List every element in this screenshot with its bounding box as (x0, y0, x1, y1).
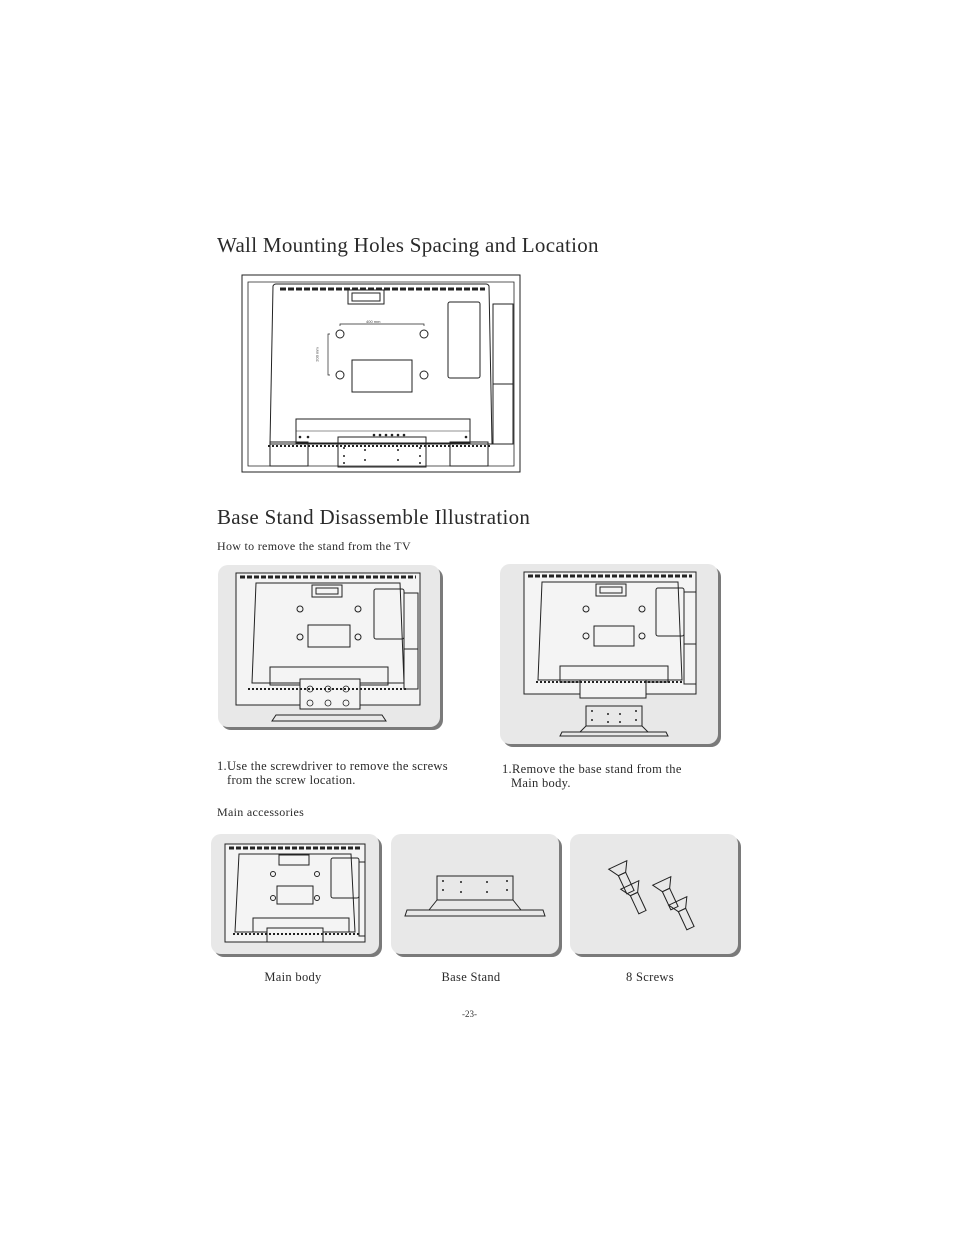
page-number: -23- (462, 1009, 477, 1019)
step-left-line2: from the screw location. (227, 773, 356, 787)
step-right-caption: 1.Remove the base stand from the Main bo… (502, 762, 682, 790)
step-left-line1: 1.Use the screwdriver to remove the scre… (217, 759, 448, 773)
section-subtitle: How to remove the stand from the TV (217, 539, 411, 553)
accessory-screws-label: 8 Screws (626, 970, 674, 984)
section-title-base-stand: Base Stand Disassemble Illustration (217, 505, 531, 529)
vertical-spacing-label: 200 mm (314, 347, 320, 362)
step-right-line1: 1.Remove the base stand from the (502, 762, 682, 776)
accessory-main-body-panel (211, 834, 379, 954)
accessory-screws-panel (570, 834, 738, 954)
accessory-base-stand-panel (391, 834, 559, 954)
step-remove-base-panel (500, 564, 718, 744)
step-left-caption: 1.Use the screwdriver to remove the scre… (217, 759, 448, 787)
accessory-main-body-label: Main body (264, 970, 322, 984)
tv-rear-wall-mount-diagram: 400 mm 200 mm (240, 274, 522, 474)
accessory-base-stand-label: Base Stand (441, 970, 501, 984)
step-right-line2: Main body. (511, 776, 571, 790)
horizontal-spacing-label: 400 mm (366, 319, 381, 324)
step-remove-screws-panel (218, 565, 440, 727)
accessories-heading: Main accessories (217, 805, 305, 819)
section-title-wall-mounting: Wall Mounting Holes Spacing and Location (217, 233, 599, 257)
